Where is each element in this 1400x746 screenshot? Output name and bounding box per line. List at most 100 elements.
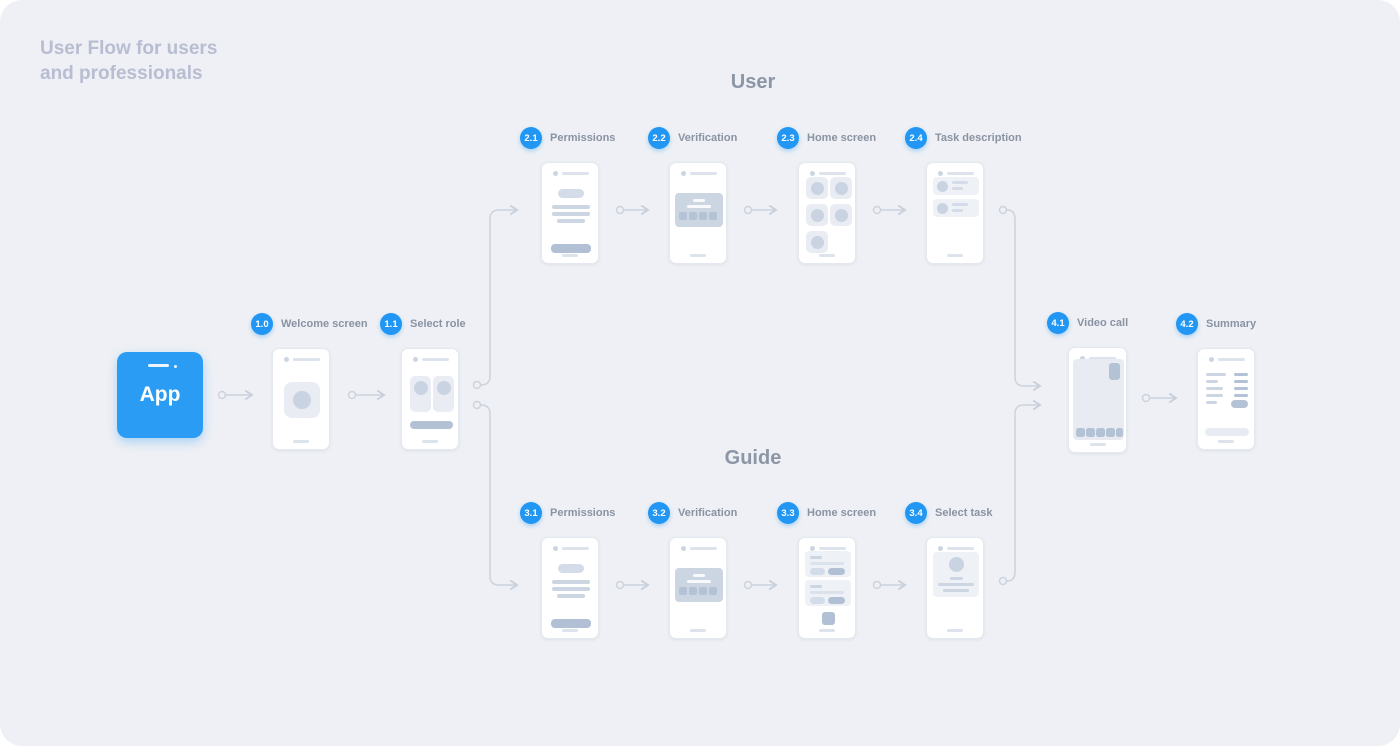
placeholder-line — [1089, 357, 1116, 360]
placeholder-key — [699, 587, 707, 595]
status-dot — [174, 365, 177, 368]
phone-mockup-home-list — [798, 537, 856, 639]
app-start-node: App — [117, 352, 203, 438]
step-tag: 4.2 Summary — [1176, 313, 1256, 335]
placeholder-pill — [810, 568, 825, 575]
phone-mockup-welcome — [272, 348, 330, 450]
flow-node-select-task: 3.4 Select task — [905, 502, 992, 639]
placeholder-line — [1206, 380, 1218, 383]
flow-node-summary: 4.2 Summary — [1176, 313, 1256, 450]
placeholder-line — [1234, 380, 1248, 383]
placeholder-dot — [1209, 357, 1214, 362]
placeholder-button — [828, 568, 845, 575]
placeholder-dot — [553, 546, 558, 551]
placeholder-self-view — [1109, 363, 1120, 380]
page-title-line2: and professionals — [40, 63, 203, 84]
placeholder-control — [1086, 428, 1095, 437]
placeholder-dot — [681, 546, 686, 551]
step-badge: 2.4 — [905, 127, 927, 149]
placeholder-dot — [810, 546, 815, 551]
placeholder-line — [810, 585, 822, 588]
step-label: Verification — [678, 507, 738, 519]
flow-node-guide-permissions: 3.1 Permissions — [520, 502, 615, 639]
step-tag: 3.4 Select task — [905, 502, 992, 524]
placeholder-line — [1206, 387, 1223, 390]
placeholder-pill — [1231, 400, 1248, 408]
placeholder-line — [1218, 358, 1245, 361]
phone-mockup-home-grid — [798, 162, 856, 264]
phone-mockup-select-role — [401, 348, 459, 450]
placeholder-circle — [810, 208, 824, 222]
step-tag: 2.2 Verification — [648, 127, 737, 149]
placeholder-line — [938, 583, 974, 586]
placeholder-button — [822, 612, 835, 625]
placeholder-button — [551, 244, 591, 253]
section-heading-guide: Guide — [724, 447, 782, 469]
phone-mockup-summary — [1197, 348, 1255, 450]
placeholder-line — [819, 547, 846, 550]
flow-node-task-description: 2.4 Task description — [905, 127, 1022, 264]
placeholder-line — [947, 172, 974, 175]
app-label: App — [139, 383, 181, 406]
placeholder-button — [410, 421, 453, 429]
step-tag: 3.1 Permissions — [520, 502, 615, 524]
phone-mockup-verification — [669, 537, 727, 639]
step-badge: 3.1 — [520, 502, 542, 524]
placeholder-bar — [1205, 428, 1249, 436]
placeholder-button — [551, 619, 591, 628]
placeholder-dot — [1080, 356, 1085, 361]
placeholder-circle — [293, 391, 311, 409]
placeholder-dot — [810, 171, 815, 176]
placeholder-line — [952, 181, 968, 184]
step-badge: 3.4 — [905, 502, 927, 524]
step-tag: 3.2 Verification — [648, 502, 737, 524]
home-indicator — [947, 254, 963, 257]
placeholder-key — [679, 587, 687, 595]
phone-mockup-verification — [669, 162, 727, 264]
placeholder-line — [1206, 373, 1226, 376]
placeholder-key — [679, 212, 687, 220]
placeholder-dot — [413, 357, 418, 362]
placeholder-circle — [948, 557, 964, 572]
home-indicator — [422, 440, 438, 443]
placeholder-line — [422, 358, 449, 361]
step-badge: 2.3 — [777, 127, 799, 149]
step-label: Welcome screen — [281, 318, 368, 330]
placeholder-pill — [810, 597, 825, 604]
placeholder-line — [552, 587, 590, 591]
home-indicator — [293, 440, 309, 443]
placeholder-key — [709, 587, 717, 595]
placeholder-line — [952, 209, 963, 212]
flow-node-video-call: 4.1 Video call — [1047, 312, 1128, 453]
placeholder-pill — [558, 189, 584, 198]
placeholder-card — [675, 568, 723, 602]
placeholder-line — [552, 580, 590, 584]
placeholder-circle — [937, 202, 948, 214]
placeholder-dot — [681, 171, 686, 176]
placeholder-circle — [413, 381, 428, 395]
step-badge: 3.2 — [648, 502, 670, 524]
flow-node-user-home-screen: 2.3 Home screen — [777, 127, 876, 264]
home-indicator — [819, 629, 835, 632]
placeholder-control — [1116, 428, 1123, 437]
placeholder-key — [689, 587, 697, 595]
step-badge: 2.2 — [648, 127, 670, 149]
placeholder-line — [1234, 373, 1248, 376]
flow-node-user-permissions: 2.1 Permissions — [520, 127, 615, 264]
step-label: Task description — [935, 132, 1022, 144]
placeholder-dot — [938, 546, 943, 551]
placeholder-line — [947, 547, 974, 550]
step-label: Summary — [1206, 318, 1257, 330]
placeholder-line — [1206, 394, 1223, 397]
placeholder-line — [1206, 401, 1217, 404]
phone-mockup-video-call — [1068, 347, 1127, 453]
placeholder-line — [687, 205, 711, 208]
placeholder-line — [949, 577, 963, 580]
home-indicator — [947, 629, 963, 632]
step-label: Home screen — [807, 507, 877, 519]
page-title: User Flow for users and professionals — [40, 36, 217, 86]
phone-mockup-permissions — [541, 537, 599, 639]
placeholder-key — [709, 212, 717, 220]
home-indicator — [690, 254, 706, 257]
placeholder-key — [699, 212, 707, 220]
